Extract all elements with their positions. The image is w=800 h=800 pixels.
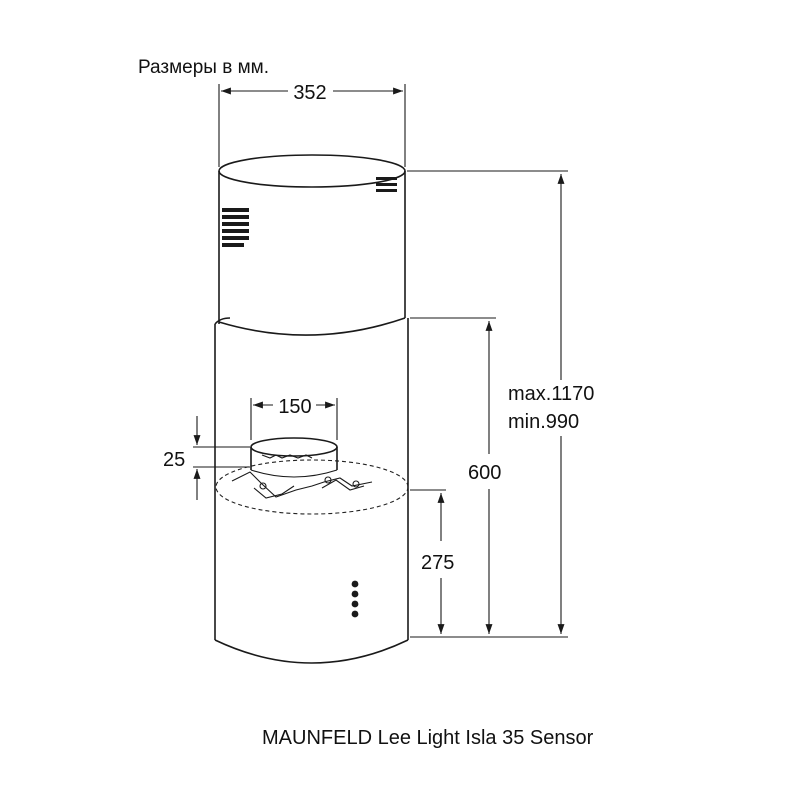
motor-housing-dashed xyxy=(215,459,409,515)
control-button-2 xyxy=(351,590,359,598)
dim-collar-height: 25 xyxy=(163,416,250,500)
dim-width-top: 352 xyxy=(218,82,406,167)
model-caption: MAUNFELD Lee Light Isla 35 Sensor xyxy=(262,727,594,749)
control-button-4 xyxy=(351,610,359,618)
drawing-title: Размеры в мм. xyxy=(138,57,269,78)
dim-total-min-label: min.990 xyxy=(508,411,579,433)
dim-total-max-label: max.1170 xyxy=(508,383,594,405)
dim-lower-height: 275 xyxy=(410,489,454,634)
dim-lower-height-label: 275 xyxy=(421,552,454,574)
control-button-3 xyxy=(351,600,359,608)
chimney-top-ellipse xyxy=(218,154,406,188)
dim-body-height-label: 600 xyxy=(468,462,501,484)
motor-bracket xyxy=(231,471,373,499)
control-button-1 xyxy=(351,580,359,588)
outlet-collar-top xyxy=(250,437,338,457)
chimney-vent-slots xyxy=(222,177,397,247)
dim-outlet-diameter-label: 150 xyxy=(278,396,311,418)
dim-outlet-diameter: 150 xyxy=(250,396,338,440)
hood-outline xyxy=(214,154,409,664)
dim-total-height: max.1170 min.990 xyxy=(407,170,594,634)
control-buttons xyxy=(351,580,359,618)
dim-body-height: 600 xyxy=(410,317,568,638)
dim-width-top-label: 352 xyxy=(293,82,326,104)
dim-collar-height-label: 25 xyxy=(163,449,185,471)
